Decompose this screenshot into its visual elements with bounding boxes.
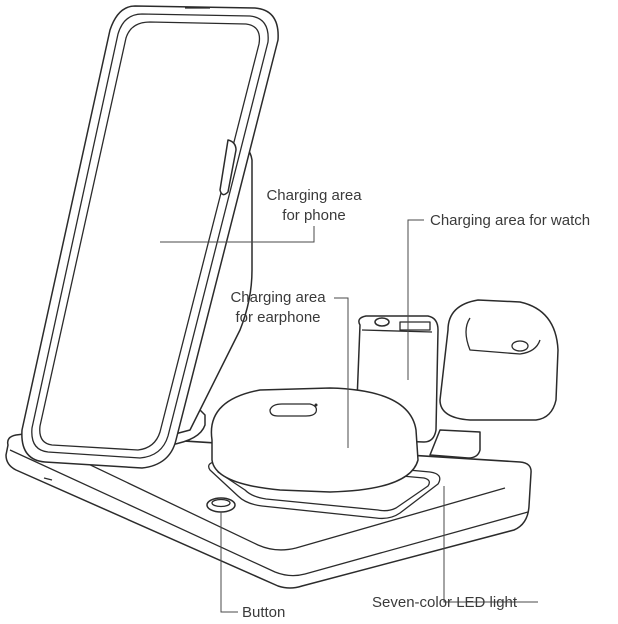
- label-phone-line1: Charging area: [266, 187, 362, 204]
- led-icon: [43, 477, 53, 481]
- label-button: Button: [242, 604, 286, 621]
- label-led: Seven-color LED light: [372, 594, 518, 611]
- label-earphone-line2: for earphone: [235, 309, 321, 326]
- leader-lines: [160, 219, 538, 613]
- earbuds-case-icon: [210, 387, 419, 493]
- phone-icon: [21, 5, 279, 469]
- label-phone-line2: for phone: [282, 207, 346, 224]
- label-earphone-line1: Charging area: [230, 289, 326, 306]
- label-watch: Charging area for watch: [430, 212, 591, 229]
